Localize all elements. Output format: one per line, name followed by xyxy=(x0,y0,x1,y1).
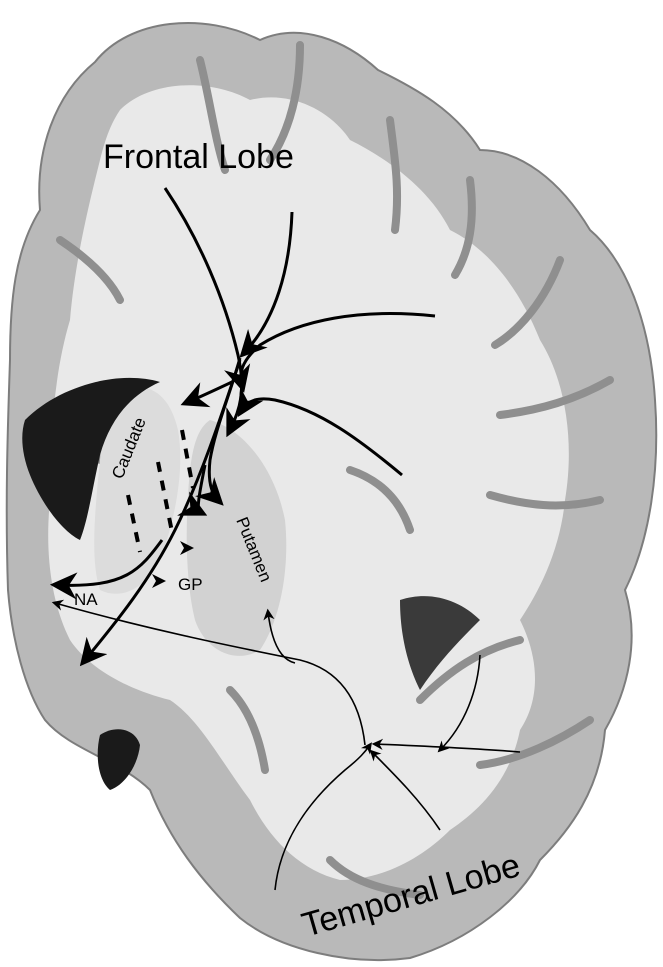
na-label: NA xyxy=(74,590,98,609)
gp-label: GP xyxy=(178,575,203,594)
frontal-lobe-label: Frontal Lobe xyxy=(103,138,294,176)
inferior-ventricle xyxy=(98,729,140,790)
